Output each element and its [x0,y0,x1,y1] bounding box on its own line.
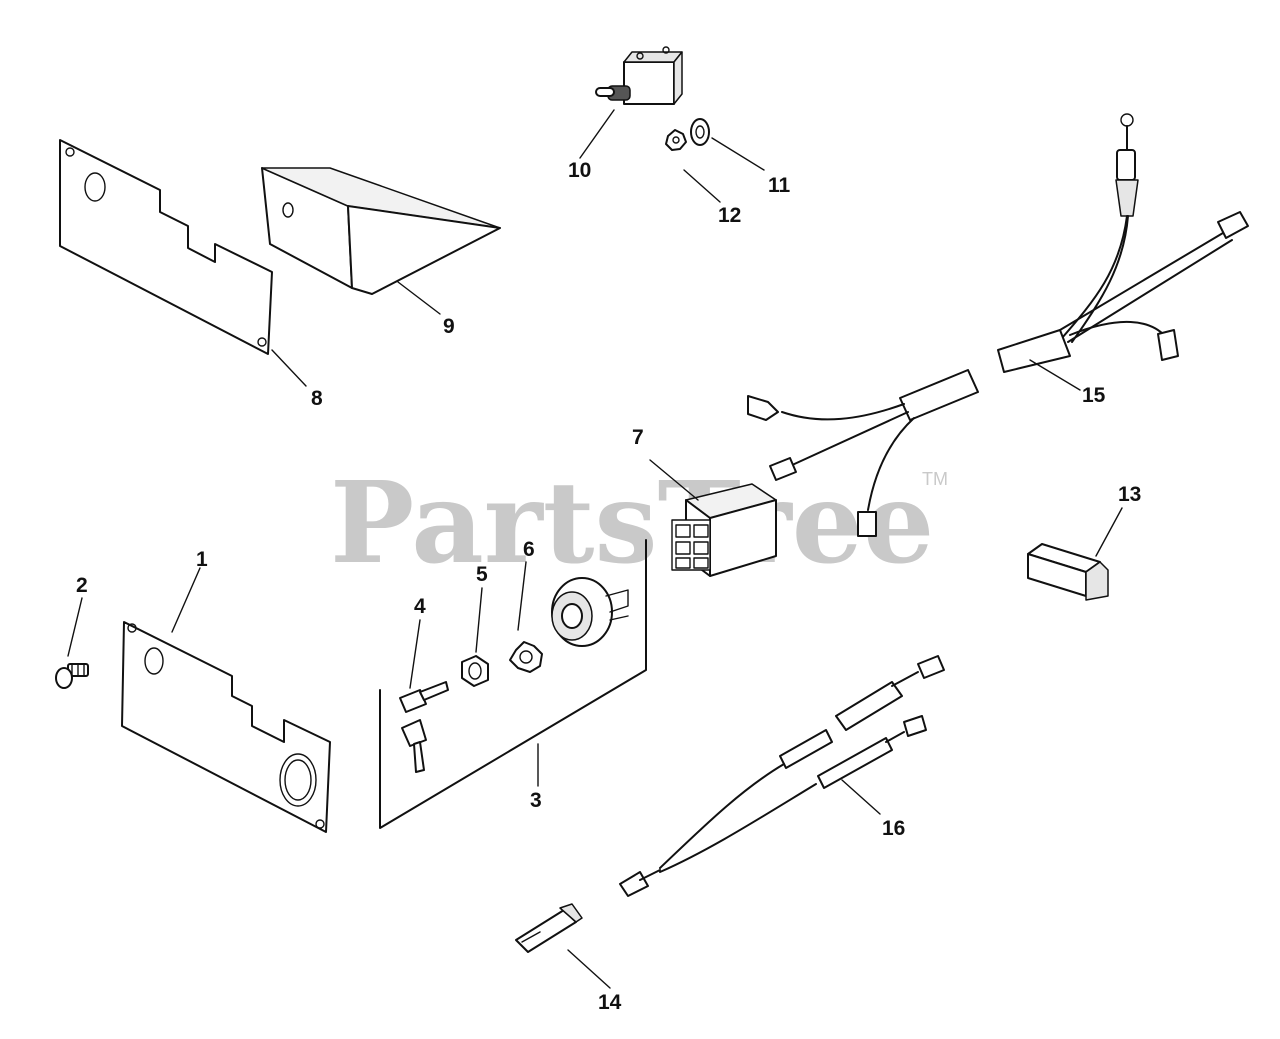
callout-6: 6 [523,538,535,561]
leader-15 [1029,359,1081,391]
callout-3: 3 [530,789,542,812]
watermark-trademark: TM [922,469,948,489]
part-2-screw[interactable] [55,663,89,689]
callout-12: 12 [718,204,741,227]
callout-14: 14 [598,991,622,1014]
callout-10: 10 [568,159,591,182]
leader-10 [579,109,615,159]
callout-4: 4 [414,595,426,618]
part-16-wire-set[interactable] [619,655,945,897]
part-11-washer[interactable] [690,118,710,146]
part-9-bracket[interactable] [261,167,501,295]
part-15-wire-harness[interactable] [747,113,1249,537]
leader-5 [475,587,483,653]
leader-lines [67,109,1123,989]
part-4-keys[interactable] [399,681,449,773]
callout-13: 13 [1118,483,1141,506]
leader-14 [567,949,611,989]
leader-7 [649,459,699,501]
callout-9: 9 [443,315,455,338]
leader-4 [409,619,421,689]
leader-2 [67,597,83,657]
leader-6 [517,561,527,631]
leader-11 [711,137,765,171]
leader-13 [1095,507,1123,557]
watermark-text: PartsTree [330,458,934,589]
callout-15: 15 [1082,384,1106,407]
part-5-hex-nut[interactable] [461,655,489,687]
leader-16 [841,779,881,815]
callout-11: 11 [768,174,791,197]
part-14-insulator[interactable] [515,903,583,953]
callout-labels: 10 11 12 9 8 15 7 13 1 2 6 5 4 3 16 14 [76,159,1141,1014]
callout-2: 2 [76,574,88,597]
leader-12 [683,169,721,203]
leader-8 [271,349,307,387]
callout-16: 16 [882,817,905,840]
part-3-kit-bracket [379,539,647,829]
callout-8: 8 [311,387,323,410]
callout-5: 5 [476,563,488,586]
leader-9 [397,281,441,315]
callout-7: 7 [632,426,644,449]
part-1-panel[interactable] [121,621,331,833]
part-12-lock-washer[interactable] [665,129,687,151]
part-7-connector[interactable] [671,483,777,577]
part-13-plug[interactable] [1027,543,1109,601]
ignition-switch[interactable] [551,577,629,647]
callout-1: 1 [196,548,208,571]
part-10-toggle-switch[interactable] [595,46,683,105]
part-6-star-washer[interactable] [509,641,543,673]
leader-1 [171,567,201,633]
part-8-panel[interactable] [59,139,273,355]
